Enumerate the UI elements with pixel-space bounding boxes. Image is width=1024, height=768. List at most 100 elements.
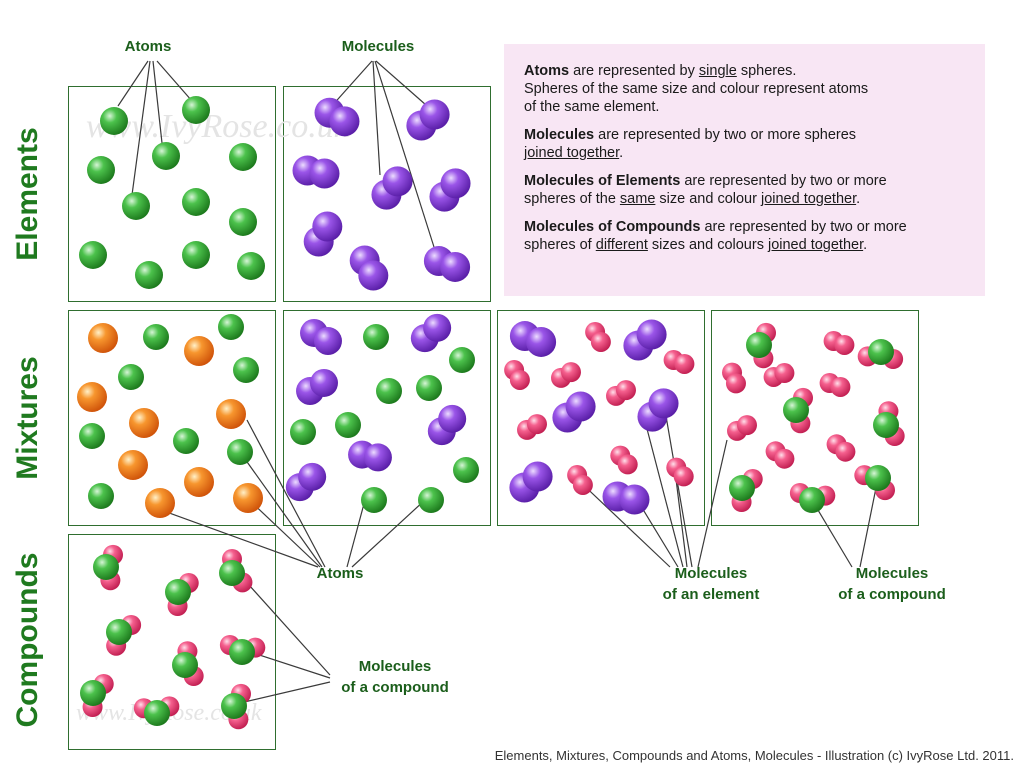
pointer-line (346, 499, 366, 568)
pink-sphere (774, 448, 795, 469)
green-sphere (799, 487, 825, 513)
purple-sphere (309, 158, 340, 189)
info-molecules-of-elements: Molecules of Elements are represented by… (524, 173, 887, 207)
info-molecules: Molecules are represented by two or more… (524, 127, 857, 161)
green-sphere (152, 142, 180, 170)
pointer-line (859, 477, 879, 568)
label-atoms-top: Atoms (124, 38, 172, 55)
purple-sphere (329, 106, 360, 137)
orange-sphere (216, 399, 246, 429)
pink-sphere (572, 474, 593, 495)
pink-sphere (835, 441, 856, 462)
pointer-line (372, 60, 381, 176)
pointer-line (674, 470, 688, 568)
pointer-line (249, 651, 331, 679)
green-sphere (729, 475, 755, 501)
pointer-line (375, 60, 427, 106)
purple-sphere (312, 211, 343, 242)
pointer-line (374, 60, 435, 248)
purple-sphere (522, 461, 553, 492)
pointer-line (239, 681, 331, 704)
pink-sphere (590, 331, 611, 352)
purple-sphere (419, 99, 450, 130)
green-sphere (172, 652, 198, 678)
purple-sphere (313, 327, 342, 356)
pointer-line (574, 476, 671, 568)
pointer-line (645, 424, 684, 568)
pink-sphere (617, 454, 638, 475)
green-sphere (868, 339, 894, 365)
pink-sphere (509, 369, 530, 390)
pink-sphere (830, 376, 851, 397)
purple-sphere (636, 319, 667, 350)
green-sphere (106, 619, 132, 645)
green-sphere (233, 357, 259, 383)
pointer-line (239, 574, 331, 676)
orange-sphere (77, 382, 107, 412)
green-sphere (100, 107, 128, 135)
pointer-line (156, 60, 193, 102)
green-sphere (335, 412, 361, 438)
green-sphere (865, 465, 891, 491)
purple-sphere (440, 251, 471, 282)
pink-sphere (526, 414, 547, 435)
pointer-line (152, 60, 163, 144)
green-sphere (118, 364, 144, 390)
pointer-line (246, 419, 326, 568)
green-sphere (418, 487, 444, 513)
info-panel: Atoms are represented by single spheres.… (504, 44, 985, 296)
purple-sphere (565, 391, 596, 422)
green-sphere (229, 143, 257, 171)
green-sphere (79, 423, 105, 449)
green-sphere (122, 192, 150, 220)
green-sphere (88, 483, 114, 509)
purple-sphere (382, 166, 413, 197)
pink-sphere (774, 363, 795, 384)
purple-sphere (440, 168, 471, 199)
green-sphere (237, 252, 265, 280)
green-sphere (746, 332, 772, 358)
green-sphere (165, 579, 191, 605)
green-sphere (361, 487, 387, 513)
green-sphere (453, 457, 479, 483)
pink-sphere (834, 334, 855, 355)
green-sphere (144, 700, 170, 726)
pink-sphere (725, 373, 746, 394)
orange-sphere (129, 408, 159, 438)
green-sphere (227, 439, 253, 465)
green-sphere (173, 428, 199, 454)
green-sphere (290, 419, 316, 445)
purple-sphere (648, 388, 679, 419)
caption: Elements, Mixtures, Compounds and Atoms,… (494, 748, 1014, 763)
pointer-line (351, 499, 426, 568)
green-sphere (219, 560, 245, 586)
green-sphere (218, 314, 244, 340)
pink-sphere (674, 353, 695, 374)
purple-sphere (298, 462, 327, 491)
pointer-line (131, 60, 151, 196)
info-atoms: Atoms are represented by single spheres.… (524, 63, 869, 115)
green-sphere (873, 412, 899, 438)
purple-sphere (438, 404, 467, 433)
orange-sphere (184, 467, 214, 497)
green-sphere (229, 208, 257, 236)
green-sphere (80, 680, 106, 706)
green-sphere (87, 156, 115, 184)
pointer-line (697, 439, 728, 568)
info-molecules-of-compounds: Molecules of Compounds are represented b… (524, 219, 907, 253)
green-sphere (363, 324, 389, 350)
green-sphere (79, 241, 107, 269)
orange-sphere (145, 488, 175, 518)
pointer-line (149, 505, 319, 568)
green-sphere (182, 96, 210, 124)
pointer-line (239, 451, 323, 568)
purple-sphere (526, 326, 557, 357)
pink-sphere (736, 415, 757, 436)
pointer-line (117, 60, 149, 107)
green-sphere (376, 378, 402, 404)
purple-sphere (423, 313, 452, 342)
